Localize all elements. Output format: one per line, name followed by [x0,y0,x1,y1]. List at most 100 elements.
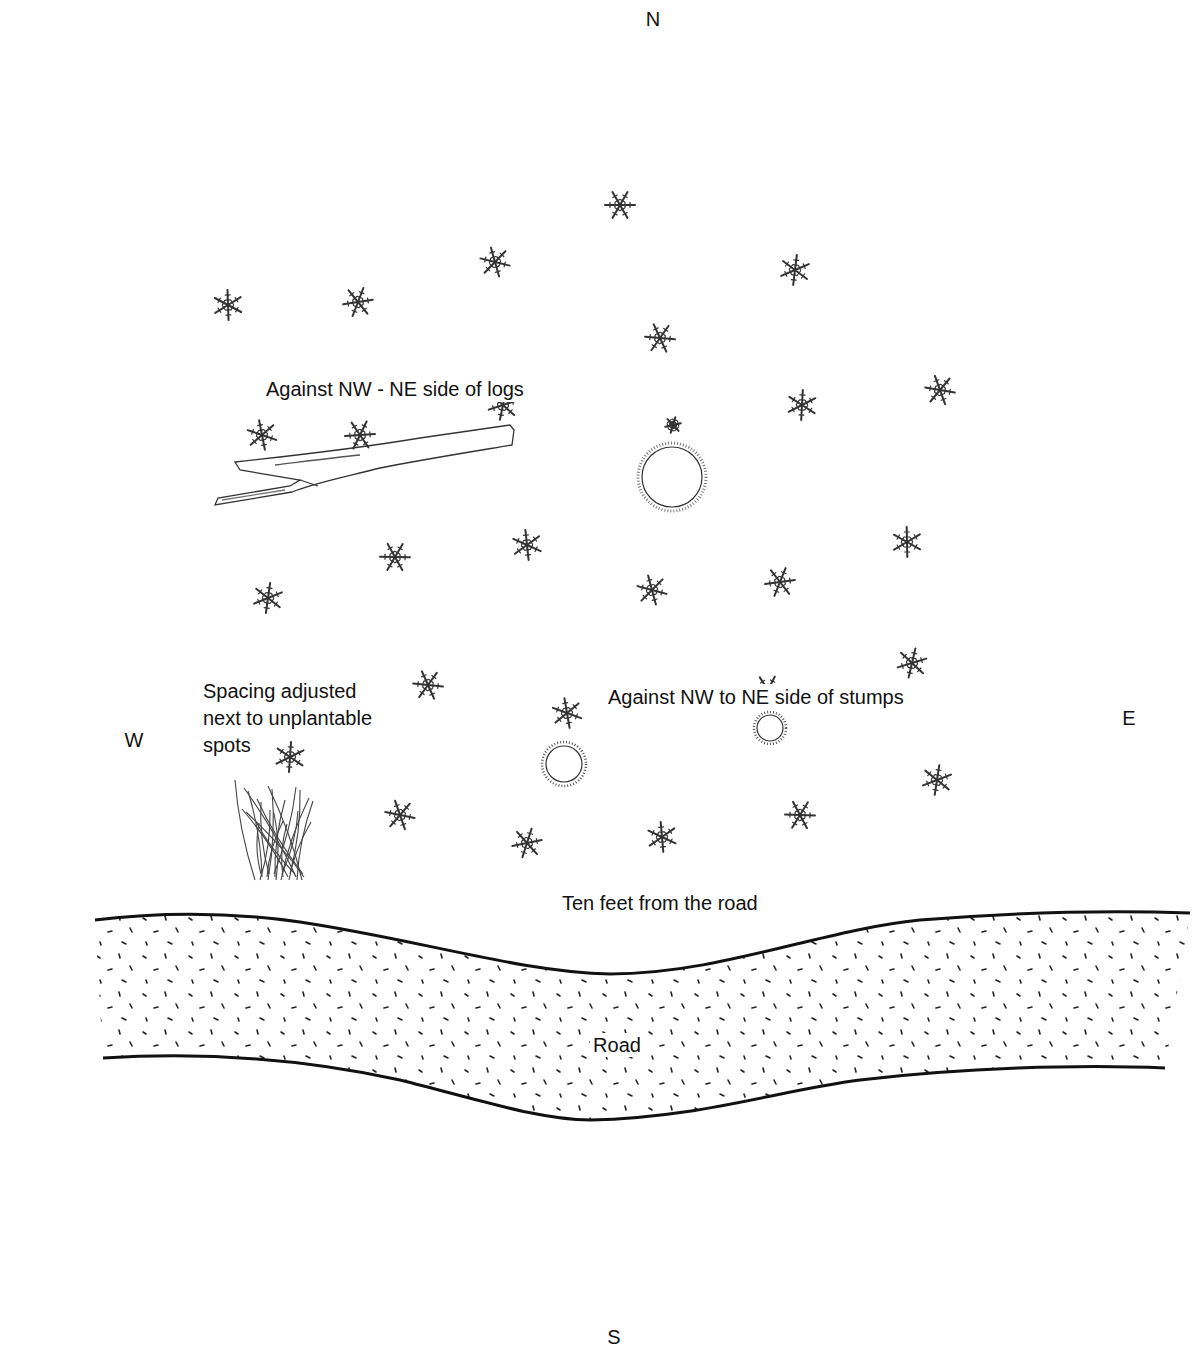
seedling-arm [360,434,375,435]
seedling-needle [897,545,900,549]
grass-blade [255,820,295,874]
seedling-needle [789,270,791,275]
seedling-arm [789,405,802,412]
seedling-needle [259,590,262,594]
seedling-needle [944,388,946,393]
seedling-arm [907,534,920,542]
seedling-arm [783,261,795,270]
seedling-needle [939,394,944,396]
seedling-needle [517,539,519,544]
seedling-needle [253,440,256,444]
seedling-needle [576,714,578,719]
seedling-needle [526,838,531,840]
seedling-needle [399,819,404,821]
seedling-needle [800,818,805,820]
seedling-needle [615,208,619,211]
seedling-needle [675,422,676,427]
seedling-needle [657,838,660,842]
seedling-needle [647,586,648,591]
seedling-arm [395,557,402,570]
seedling-needle [573,705,576,709]
seedling-arm [527,840,542,843]
seedling-needle [531,545,533,550]
seedling-needle [226,314,231,315]
seedling-needle [656,332,661,334]
seedling-needle [297,761,300,765]
seedling-needle [667,424,668,429]
seedling-needle [654,335,656,340]
seedling-arm [525,530,527,545]
seedling-needle [949,389,951,394]
seedling-needle [569,708,572,712]
seedling-needle [356,438,361,440]
seedling-arm [567,713,570,728]
road-band: Road [90,900,1193,1130]
seedling-needle [401,824,406,826]
seedling-arm [912,648,915,663]
seedling-needle [798,271,801,275]
seedling-needle [534,537,537,541]
seedling-arm [491,248,495,262]
seedling-needle [910,537,913,541]
seedling-needle [388,564,392,567]
seedling-needle [662,346,667,348]
compass-north: N [646,6,660,32]
seedling-needle [669,429,674,430]
seedling-needle [907,658,910,662]
seedling-needle [660,846,665,848]
seedling-needle [803,823,807,825]
seedling-needle [493,406,495,411]
seedling-needle [274,602,277,606]
seedling-arm [792,815,800,828]
seedling-needle [395,560,399,562]
seedling-arm [802,405,815,413]
seedling-needle [904,536,909,537]
seedling-needle [918,668,921,672]
seedling-needle [784,588,788,591]
seedling-arm [512,843,527,846]
seedling-arm [654,324,660,338]
seedling-needle [536,839,537,844]
seedling-needle [266,434,268,439]
seedling-needle [927,781,929,786]
seedling-arm [268,598,280,607]
seedling-arm [662,837,663,852]
seedling-needle [656,589,657,594]
seedling-arm [795,270,807,279]
grass-blade [235,780,255,880]
seedling-needle [261,439,266,440]
seedling-needle [800,394,805,395]
seedling-needle [793,805,797,807]
seedling-needle [792,274,797,276]
seedling-arm [613,205,621,218]
seedling-needle [660,342,665,344]
seedling-needle [934,784,939,786]
seedling-needle [941,385,945,388]
seedling-needle [257,436,260,440]
seedling-needle [614,203,615,208]
seedling-arm [795,255,797,270]
seedling-needle [647,580,652,581]
seedling-needle [784,579,786,584]
seedling-needle [500,409,505,410]
seedling-needle [362,425,367,427]
seedling-needle [941,399,946,401]
seedling-arm [360,435,368,447]
seedling-needle [801,809,805,812]
seedling-needle [500,253,504,256]
seedling-needle [781,584,785,587]
seedling-needle [563,702,568,704]
seedling-needle [490,258,491,263]
seedling-arm [937,775,951,780]
seedling-needle [933,789,938,791]
seedling-needle [810,398,812,403]
seedling-needle [352,310,357,312]
seedling-needle [499,261,500,266]
seedling-needle [613,212,617,215]
seedling-arm [935,376,940,390]
seedling-needle [218,308,221,312]
seedling-needle [424,679,429,681]
seedling-arm [789,397,802,405]
seedling-needle [420,692,424,695]
